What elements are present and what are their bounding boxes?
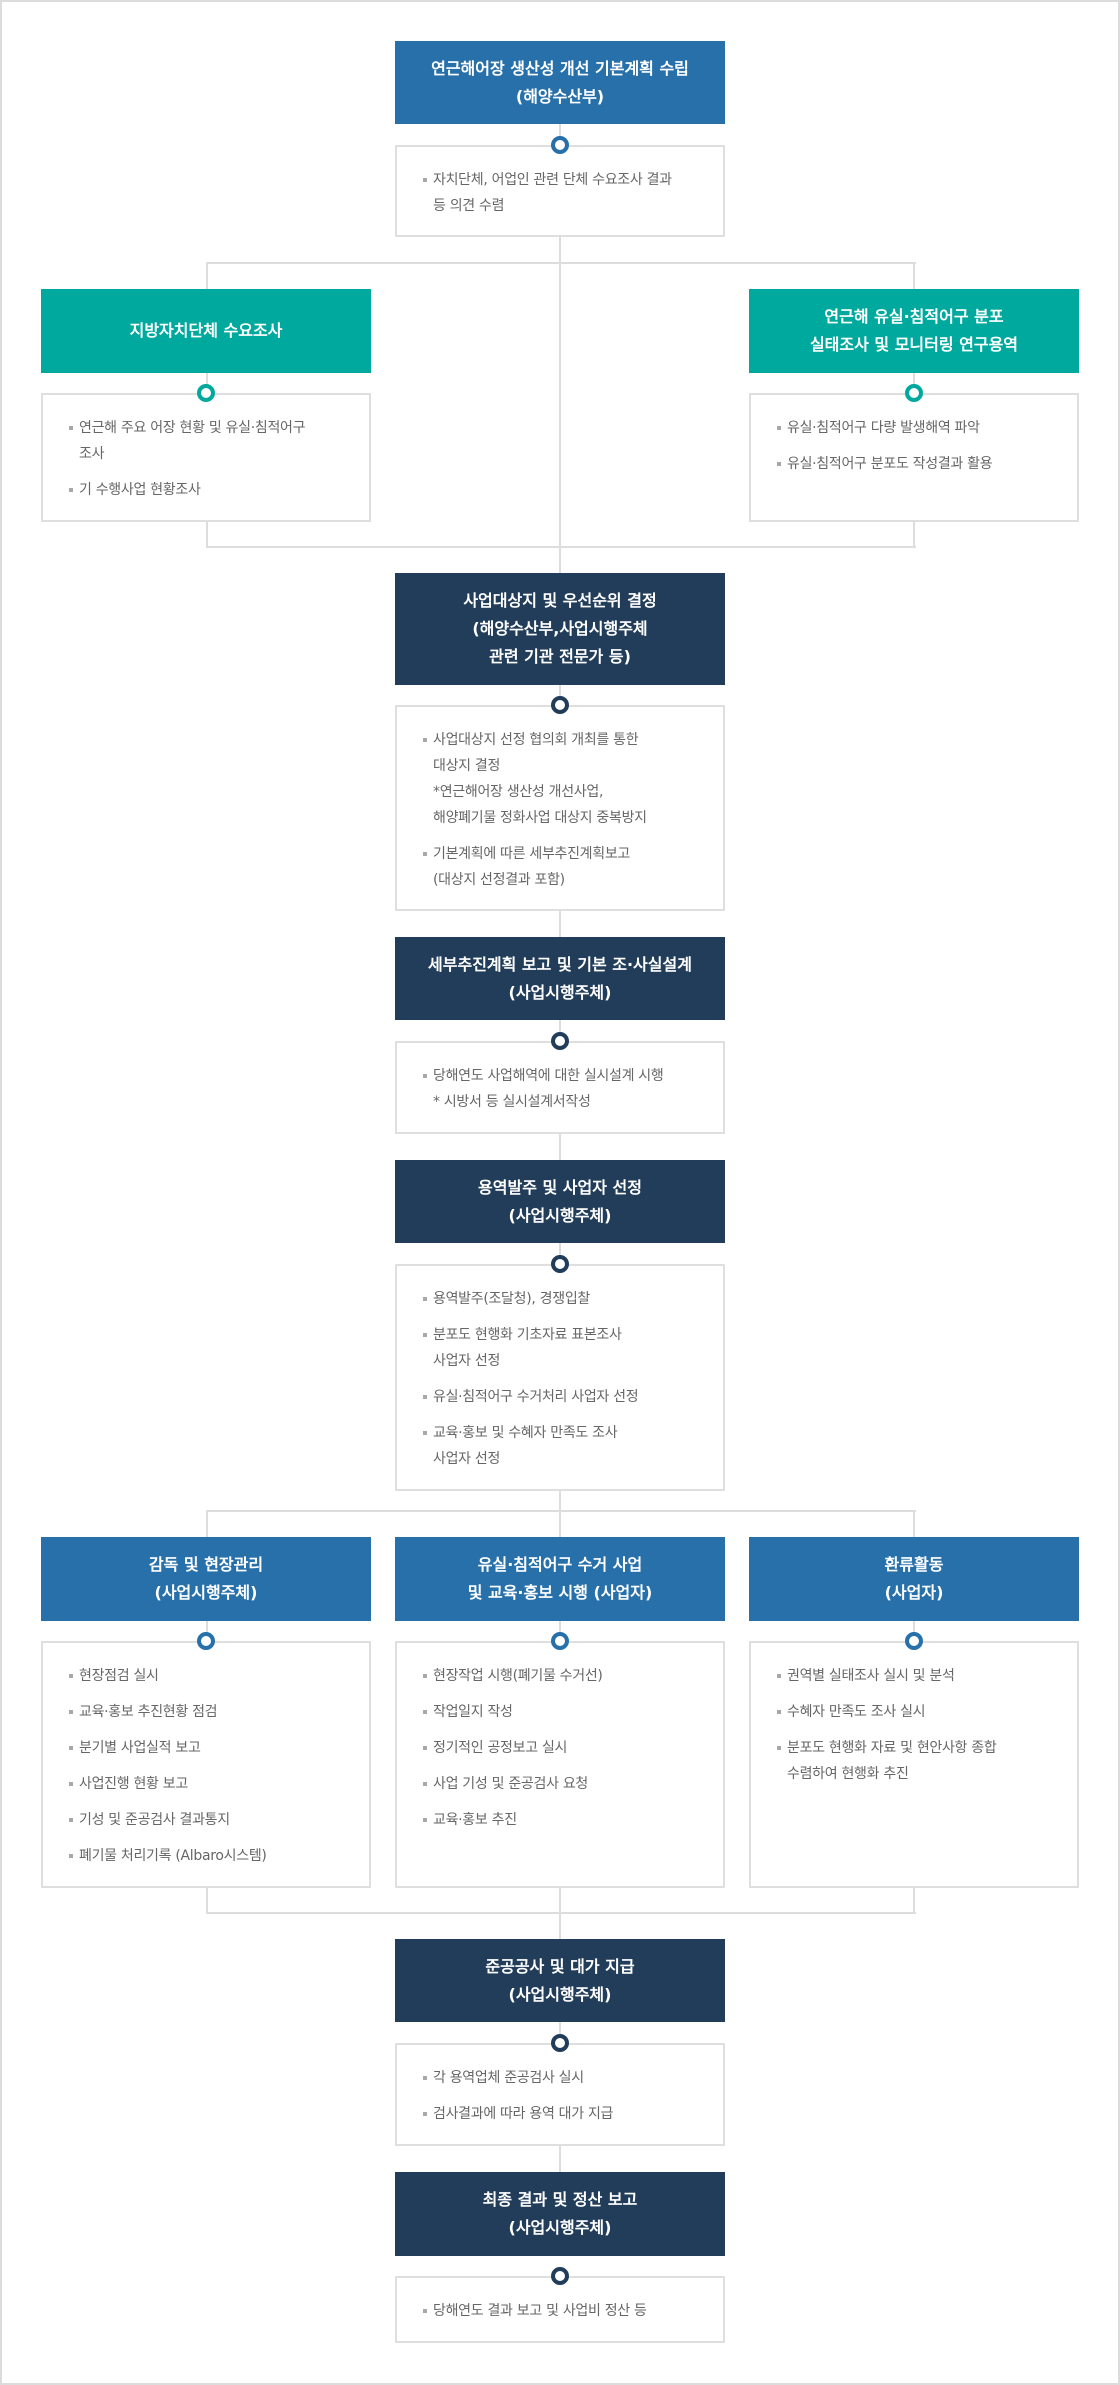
list-item: 기성 및 준공검사 결과통지: [69, 1807, 349, 1833]
list-item: 권역별 실태조사 실시 및 분석: [777, 1663, 1057, 1689]
list-item: 당해연도 결과 보고 및 사업비 정산 등: [423, 2298, 703, 2324]
step-basic-plan-content: 자치단체, 어업인 관련 단체 수요조사 결과 등 의견 수렴: [395, 136, 725, 237]
connector-dot-icon: [551, 1255, 569, 1273]
list-item: 유실·침적어구 수거처리 사업자 선정: [423, 1384, 703, 1410]
step-supervision-title: 감독 및 현장관리 (사업시행주체): [41, 1537, 371, 1621]
connector-dot-icon: [905, 1632, 923, 1650]
connector-join-bottom: [206, 1912, 916, 1914]
step-feedback-title: 환류활동 (사업자): [749, 1537, 1079, 1621]
connector-dot-icon: [551, 696, 569, 714]
list-item: 유실·침적어구 다량 발생해역 파악: [777, 415, 1057, 441]
connector-dot-icon: [551, 1632, 569, 1650]
list-item: 분포도 현행화 기초자료 표본조사 사업자 선정: [423, 1322, 703, 1374]
connector-join-top: [206, 546, 916, 548]
list-item: 사업대상지 선정 협의회 개최를 통한 대상지 결정 *연근해어장 생산성 개선…: [423, 727, 703, 831]
step-contractor-selection-title: 용역발주 및 사업자 선정 (사업시행주체): [395, 1160, 725, 1243]
step-collection-education-title: 유실·침적어구 수거 사업 및 교육·홍보 시행 (사업자): [395, 1537, 725, 1621]
step-final-report-content: 당해연도 결과 보고 및 사업비 정산 등: [395, 2267, 725, 2343]
step-feedback-content: 권역별 실태조사 실시 및 분석 수혜자 만족도 조사 실시 분포도 현행화 자…: [749, 1632, 1079, 1888]
step-detailed-plan-title: 세부추진계획 보고 및 기본 조·사실설계 (사업시행주체): [395, 937, 725, 1020]
list-item: 작업일지 작성: [423, 1699, 703, 1725]
step-research-service-title: 연근해 유실·침적어구 분포 실태조사 및 모니터링 연구용역: [749, 289, 1079, 373]
list-item: 교육·홍보 및 수혜자 만족도 조사 사업자 선정: [423, 1420, 703, 1472]
connector-dot-icon: [197, 384, 215, 402]
step-completion-payment-content: 각 용역업체 준공검사 실시 검사결과에 따라 용역 대가 지급: [395, 2034, 725, 2146]
list-item: 현장점검 실시: [69, 1663, 349, 1689]
list-item: 분기별 사업실적 보고: [69, 1735, 349, 1761]
list-item: 유실·침적어구 분포도 작성결과 활용: [777, 451, 1057, 477]
list-item: 연근해 주요 어장 현황 및 유실·침적어구 조사: [69, 415, 349, 467]
step-supervision-content: 현장점검 실시 교육·홍보 추진현황 점검 분기별 사업실적 보고 사업진행 현…: [41, 1632, 371, 1888]
step-basic-plan-title: 연근해어장 생산성 개선 기본계획 수립 (해양수산부): [395, 41, 725, 124]
list-item: 자치단체, 어업인 관련 단체 수요조사 결과 등 의견 수렴: [423, 167, 703, 219]
step-final-report-title: 최종 결과 및 정산 보고 (사업시행주체): [395, 2172, 725, 2256]
list-item: 용역발주(조달청), 경쟁입찰: [423, 1286, 703, 1312]
list-item: 사업진행 현황 보고: [69, 1771, 349, 1797]
list-item: 교육·홍보 추진: [423, 1807, 703, 1833]
step-research-service-content: 유실·침적어구 다량 발생해역 파악 유실·침적어구 분포도 작성결과 활용: [749, 384, 1079, 522]
step-site-priority-title: 사업대상지 및 우선순위 결정 (해양수산부,사업시행주체 관련 기관 전문가 …: [395, 573, 725, 685]
list-item: 기 수행사업 현황조사: [69, 477, 349, 503]
list-item: 정기적인 공정보고 실시: [423, 1735, 703, 1761]
list-item: 각 용역업체 준공검사 실시: [423, 2065, 703, 2091]
connector-dot-icon: [551, 136, 569, 154]
step-site-priority-content: 사업대상지 선정 협의회 개최를 통한 대상지 결정 *연근해어장 생산성 개선…: [395, 696, 725, 911]
step-contractor-selection-content: 용역발주(조달청), 경쟁입찰 분포도 현행화 기초자료 표본조사 사업자 선정…: [395, 1255, 725, 1491]
list-item: 당해연도 사업해역에 대한 실시설계 시행 * 시방서 등 실시설계서작성: [423, 1063, 703, 1115]
connector-main-vertical: [559, 124, 561, 2172]
connector-dot-icon: [905, 384, 923, 402]
list-item: 현장작업 시행(폐기물 수거선): [423, 1663, 703, 1689]
list-item: 폐기물 처리기록 (Albaro시스템): [69, 1843, 349, 1869]
list-item: 사업 기성 및 준공검사 요청: [423, 1771, 703, 1797]
connector-dot-icon: [197, 1632, 215, 1650]
step-detailed-plan-content: 당해연도 사업해역에 대한 실시설계 시행 * 시방서 등 실시설계서작성: [395, 1032, 725, 1134]
step-local-survey-title: 지방자치단체 수요조사: [41, 289, 371, 373]
connector-dot-icon: [551, 2034, 569, 2052]
list-item: 기본계획에 따른 세부추진계획보고 (대상지 선정결과 포함): [423, 841, 703, 893]
list-item: 검사결과에 따라 용역 대가 지급: [423, 2101, 703, 2127]
connector-dot-icon: [551, 2267, 569, 2285]
step-completion-payment-title: 준공공사 및 대가 지급 (사업시행주체): [395, 1939, 725, 2022]
list-item: 수혜자 만족도 조사 실시: [777, 1699, 1057, 1725]
list-item: 분포도 현행화 자료 및 현안사항 종합 수렴하여 현행화 추진: [777, 1735, 1057, 1787]
step-collection-education-content: 현장작업 시행(폐기물 수거선) 작업일지 작성 정기적인 공정보고 실시 사업…: [395, 1632, 725, 1888]
connector-dot-icon: [551, 1032, 569, 1050]
step-local-survey-content: 연근해 주요 어장 현황 및 유실·침적어구 조사 기 수행사업 현황조사: [41, 384, 371, 522]
list-item: 교육·홍보 추진현황 점검: [69, 1699, 349, 1725]
connector-branch-top: [206, 262, 916, 264]
connector-branch-bottom: [206, 1510, 916, 1512]
